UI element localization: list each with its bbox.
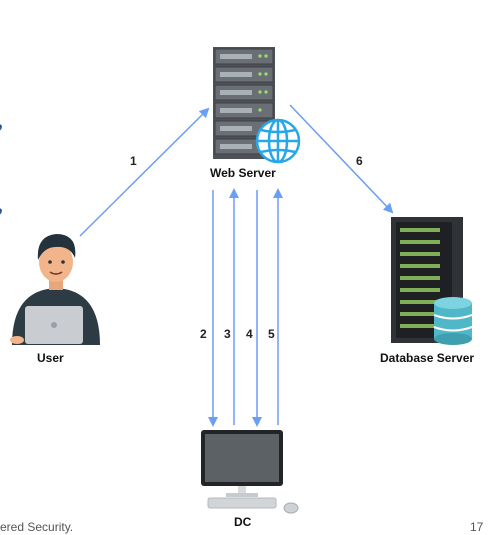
edge-label-5: 5 bbox=[268, 327, 275, 341]
database-cylinder-icon bbox=[433, 297, 473, 345]
user-label: User bbox=[37, 351, 64, 365]
page-number: 17 bbox=[470, 520, 484, 534]
dc-computer-icon bbox=[201, 430, 299, 514]
web-server-icon bbox=[213, 47, 275, 159]
globe-icon bbox=[255, 118, 301, 164]
cut-off-punctuation-top: , bbox=[0, 104, 4, 134]
cut-off-punctuation-bottom: , bbox=[0, 188, 4, 218]
edge-label-6: 6 bbox=[356, 154, 363, 168]
dc-label: DC bbox=[234, 515, 252, 529]
web-server-label: Web Server bbox=[210, 166, 276, 180]
edge-label-2: 2 bbox=[200, 327, 207, 341]
database-server-label: Database Server bbox=[380, 351, 475, 365]
edge-label-1: 1 bbox=[130, 154, 137, 168]
user-avatar-icon bbox=[10, 234, 100, 345]
edge-label-3: 3 bbox=[224, 327, 231, 341]
edge-6-arrow bbox=[289, 104, 394, 214]
footer-text: ered Security. bbox=[0, 520, 74, 534]
edge-label-4: 4 bbox=[246, 327, 253, 341]
edge-1-arrow bbox=[79, 107, 210, 237]
